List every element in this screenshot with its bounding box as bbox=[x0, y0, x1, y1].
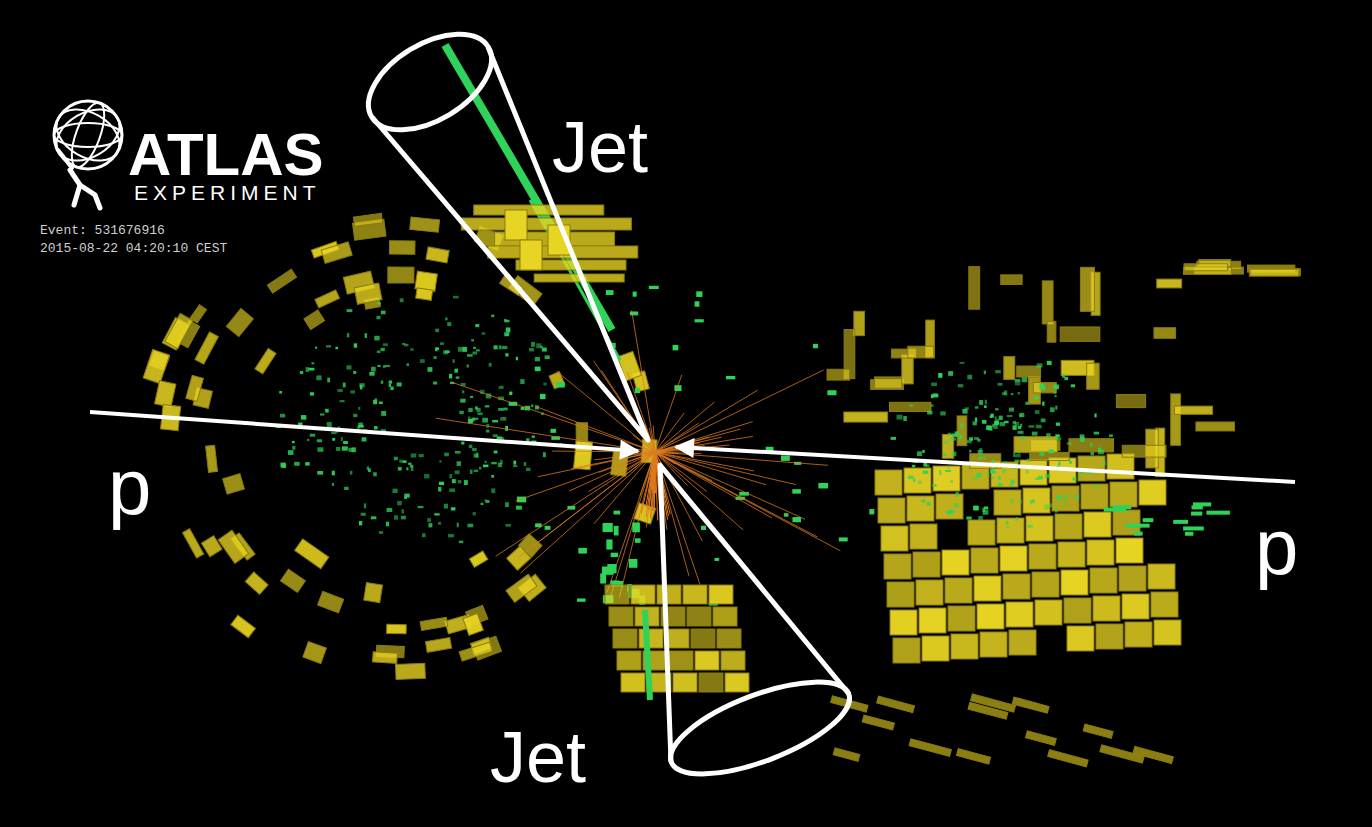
proton-label: p bbox=[1255, 505, 1298, 591]
proton-beam-arrow bbox=[90, 412, 1295, 482]
logo-subtitle: EXPERIMENT bbox=[134, 181, 321, 204]
jet-label: Jet bbox=[552, 108, 648, 187]
proton-label: p bbox=[108, 445, 151, 531]
event-timestamp: 2015-08-22 04:20:10 CEST bbox=[40, 242, 227, 256]
logo-text: ATLAS bbox=[128, 122, 324, 188]
calorimeter-cluster-right bbox=[827, 260, 1300, 767]
jet-cone bbox=[352, 14, 860, 792]
jet-label: Jet bbox=[490, 718, 586, 797]
event-number: Event: 531676916 bbox=[40, 224, 165, 238]
atlas-logo-icon bbox=[48, 99, 129, 208]
